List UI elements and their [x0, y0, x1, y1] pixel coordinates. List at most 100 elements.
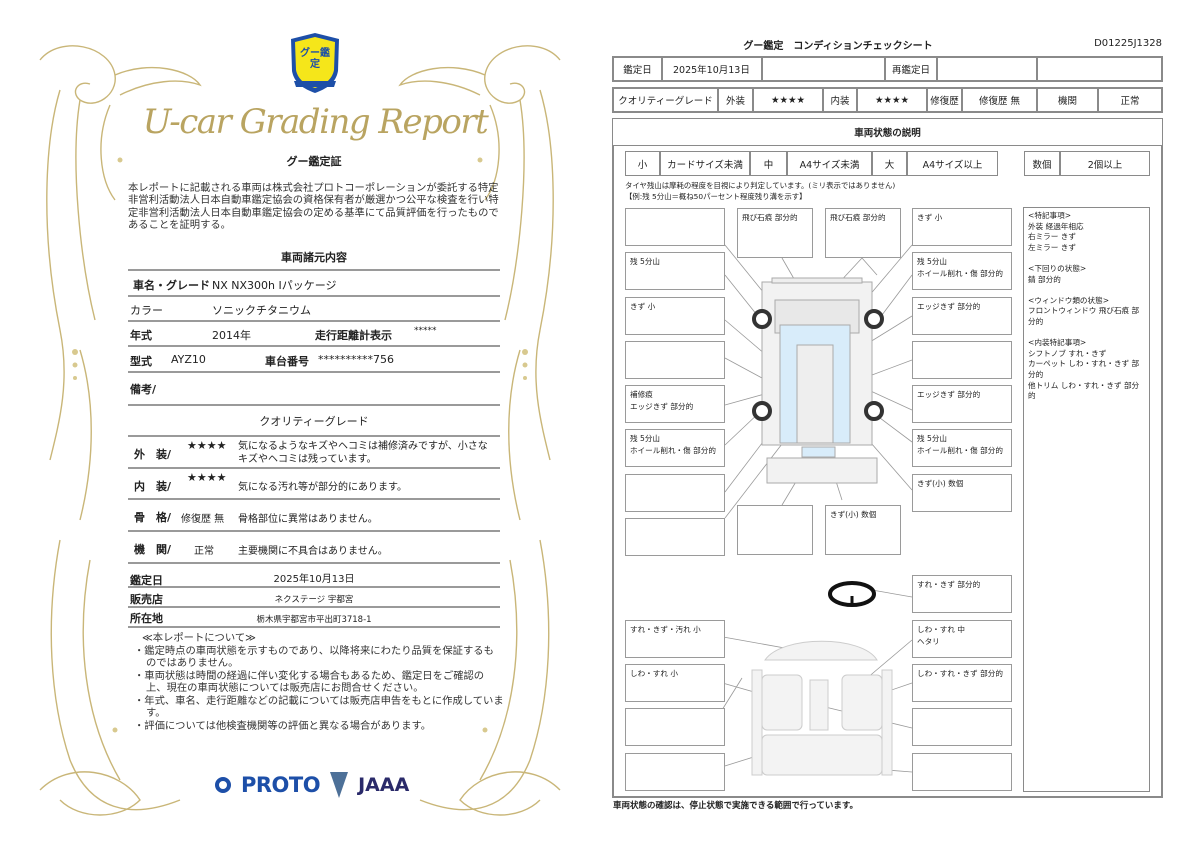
divider — [128, 562, 500, 564]
damage-box-left — [625, 474, 725, 512]
remarks-label: 備考/ — [130, 383, 157, 396]
interior-box-right: すれ・きず 部分的 — [912, 575, 1012, 613]
steering-wheel-icon — [828, 581, 876, 607]
color-label: カラー — [130, 304, 163, 317]
interior-box-right: しわ・すれ・きず 部分的 — [912, 664, 1012, 702]
divider — [128, 498, 500, 500]
divider — [128, 371, 500, 373]
damage-box-top: 飛び石痕 部分的 — [825, 208, 901, 258]
damage-box-left — [625, 341, 725, 379]
notes-title: ≪本レポートについて≫ — [142, 632, 256, 644]
damage-box-right: きず(小) 数個 — [912, 474, 1012, 512]
proto-logo-icon — [215, 777, 231, 793]
damage-box-left: 残 5分山 ホイール削れ・傷 部分的 — [625, 429, 725, 467]
car-name-label: 車名・グレード — [133, 279, 210, 292]
damage-box-right: エッジきず 部分的 — [912, 297, 1012, 335]
footer-logos: PROTO JAAA — [215, 772, 409, 798]
specs-title: 車両諸元内容 — [281, 251, 347, 264]
size-medium-desc: A4サイズ未満 — [787, 151, 872, 176]
interior-box-left: しわ・すれ 小 — [625, 664, 725, 702]
inspection-date: 2025年10月13日 — [662, 57, 762, 81]
grade-engine-label: 機 関/ — [134, 543, 172, 556]
damage-box-right: 残 5分山 ホイール削れ・傷 部分的 — [912, 252, 1012, 290]
size-large-desc: A4サイズ以上 — [907, 151, 998, 176]
interior-box-left — [625, 753, 725, 791]
sheet-footer-note: 車両状態の確認は、停止状態で実施できる範囲で行っています。 — [613, 801, 859, 811]
damage-box-left: 残 5分山 — [625, 252, 725, 290]
sheet-title: グー鑑定 コンディションチェックシート — [743, 41, 933, 52]
reinspect-label: 再鑑定日 — [885, 57, 937, 81]
grade-exterior-stars: ★★★★ — [187, 439, 227, 452]
car-color: ソニックチタニウム — [212, 304, 311, 317]
car-year: 2014年 — [212, 329, 251, 342]
tire-note: タイヤ残山は摩耗の程度を目視により判定しています。(ミリ表示ではありません) — [625, 181, 896, 190]
divider — [128, 606, 500, 608]
section-title: 車両状態の説明 — [613, 119, 1162, 146]
grade-interior-stars: ★★★★ — [187, 471, 227, 484]
interior-box-right: しわ・すれ 中 ヘタリ — [912, 620, 1012, 658]
remarks-panel: <特記事項> 外装 経過年相応 右ミラー きず 左ミラー きず <下回りの状態>… — [1023, 207, 1150, 792]
engine-value: 正常 — [1098, 88, 1162, 112]
model-label: 型式 — [130, 355, 152, 368]
exterior-stars: ★★★★ — [753, 88, 823, 112]
chassis-number: **********756 — [318, 353, 394, 366]
proto-logo: PROTO — [241, 773, 321, 797]
divider — [128, 404, 500, 406]
chassis-label: 車台番号 — [265, 355, 309, 368]
damage-box-right — [912, 341, 1012, 379]
year-label: 年式 — [130, 329, 152, 342]
report-notes: ≪本レポートについて≫ ・鑑定時点の車両状態を示すものであり、以降将来にわたり品… — [124, 632, 504, 732]
count-desc: 2個以上 — [1060, 151, 1150, 176]
mileage-label: 走行距離計表示 — [315, 329, 392, 342]
interior-stars: ★★★★ — [857, 88, 927, 112]
damage-box-left: きず 小 — [625, 297, 725, 335]
model-code: AYZ10 — [171, 353, 206, 366]
damage-box-left — [625, 208, 725, 246]
size-large: 大 — [872, 151, 907, 176]
exterior-label: 外装 — [718, 88, 753, 112]
grade-frame-label: 骨 格/ — [134, 511, 172, 524]
certificate-heading: グー鑑定証 — [286, 155, 342, 168]
grade-engine-value: 正常 — [194, 546, 214, 557]
interior-box-right — [912, 753, 1012, 791]
note-item: ・車両状態は時間の経過に伴い変化する場合もあるため、鑑定日をご確認の上、現在の車… — [134, 669, 485, 695]
count-label: 数個 — [1024, 151, 1060, 176]
jaaa-logo: JAAA — [358, 774, 410, 796]
repair-label: 修復歴 — [927, 88, 962, 112]
size-medium: 中 — [750, 151, 787, 176]
empty-cell — [1037, 57, 1162, 81]
grade-label: クオリティーグレード — [613, 88, 718, 112]
report-script-title: U-car Grading Report — [142, 102, 489, 142]
dealer-name: ネクステージ 宇都宮 — [274, 595, 354, 605]
inspection-date: 2025年10月13日 — [273, 574, 355, 585]
certificate-statement: 本レポートに記載される車両は株式会社プロトコーポレーションが委託する特定非営利活… — [128, 182, 499, 231]
engine-label: 機関 — [1037, 88, 1098, 112]
grade-exterior-desc: 気になるようなキズやヘコミは補修済みですが、小さなキズやヘコミは残っています。 — [238, 441, 488, 465]
grade-frame-desc: 骨格部位に異常はありません。 — [238, 514, 378, 525]
dealer-label: 販売店 — [130, 593, 163, 606]
grade-engine-desc: 主要機関に不具合はありません。 — [238, 546, 388, 557]
note-item: ・年式、車名、走行距離などの記載については販売店申告をもとに作成しています。 — [134, 694, 504, 720]
grade-exterior-label: 外 装/ — [134, 448, 172, 461]
repair-value: 修復歴 無 — [962, 88, 1037, 112]
grade-title: クオリティーグレード — [259, 415, 369, 428]
divider — [128, 586, 500, 588]
divider — [128, 435, 500, 437]
empty-cell — [762, 57, 885, 81]
car-name: NX NX300h Iパッケージ — [212, 279, 337, 292]
note-item: ・鑑定時点の車両状態を示すものであり、以降将来にわたり品質を保証するものではあり… — [134, 644, 494, 670]
divider — [128, 269, 500, 271]
divider — [128, 295, 500, 297]
damage-box-right: きず 小 — [912, 208, 1012, 246]
damage-box-left — [625, 518, 725, 556]
tire-example: 【例:残 5分山＝概ね50パーセント程度残り溝を示す】 — [625, 192, 807, 201]
size-small-desc: カードサイズ未満 — [660, 151, 750, 176]
grade-interior-desc: 気になる汚れ等が部分的にあります。 — [238, 482, 407, 493]
grade-frame-value: 修復歴 無 — [181, 514, 225, 525]
date-label: 鑑定日 — [613, 57, 662, 81]
note-item: ・評価については他検査機関等の評価と異なる場合があります。 — [134, 719, 432, 732]
divider — [128, 530, 500, 532]
divider — [128, 320, 500, 322]
size-small: 小 — [625, 151, 660, 176]
interior-box-left: すれ・きず・汚れ 小 — [625, 620, 725, 658]
